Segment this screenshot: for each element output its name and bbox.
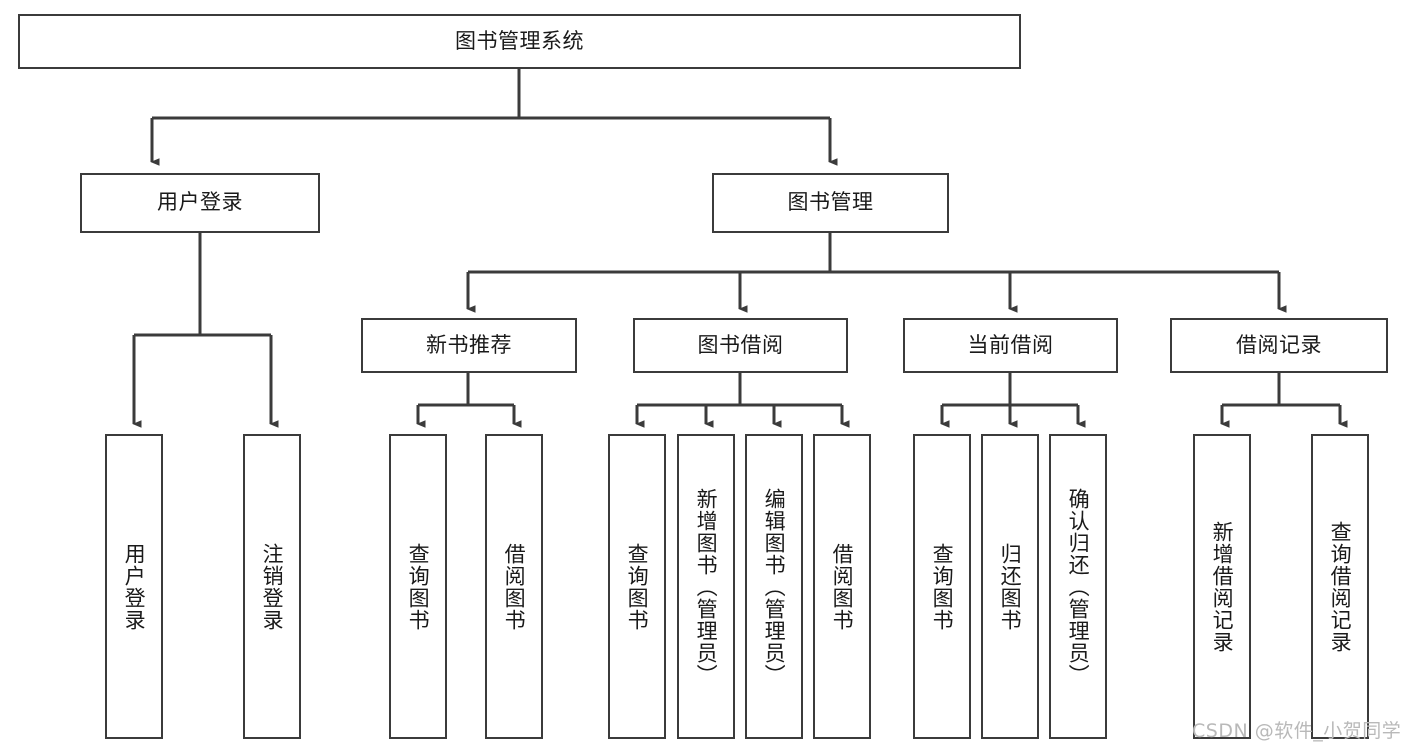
leaf-confirm-return-admin[interactable]: 确认归还（管理员） xyxy=(1049,434,1107,739)
leaf-borrow-books-borrow[interactable]: 借阅图书 xyxy=(813,434,871,739)
node-borrow-records-label: 借阅记录 xyxy=(1236,332,1322,357)
leaf-add-book-admin-label: 新增图书（管理员） xyxy=(694,487,719,686)
leaf-query-books-current[interactable]: 查询图书 xyxy=(913,434,971,739)
leaf-return-books-label: 归还图书 xyxy=(998,542,1023,631)
leaf-borrow-books-recommend[interactable]: 借阅图书 xyxy=(485,434,543,739)
leaf-query-books-recommend-label: 查询图书 xyxy=(406,542,431,631)
node-new-book-recommend-label: 新书推荐 xyxy=(426,332,512,357)
leaf-confirm-return-admin-label: 确认归还（管理员） xyxy=(1066,487,1091,686)
node-book-management-label: 图书管理 xyxy=(787,190,874,215)
node-current-borrow-label: 当前借阅 xyxy=(967,332,1054,357)
leaf-add-borrow-record-label: 新增借阅记录 xyxy=(1210,520,1235,653)
leaf-logout[interactable]: 注销登录 xyxy=(243,434,301,739)
leaf-add-book-admin[interactable]: 新增图书（管理员） xyxy=(677,434,735,739)
leaf-query-books-current-label: 查询图书 xyxy=(930,542,955,631)
leaf-query-borrow-record-label: 查询借阅记录 xyxy=(1328,520,1353,653)
node-current-borrow[interactable]: 当前借阅 xyxy=(903,318,1118,373)
leaf-add-borrow-record[interactable]: 新增借阅记录 xyxy=(1193,434,1251,739)
leaf-logout-label: 注销登录 xyxy=(260,542,285,631)
node-root-label: 图书管理系统 xyxy=(455,28,584,53)
node-user-login-label: 用户登录 xyxy=(157,190,243,215)
node-book-borrow[interactable]: 图书借阅 xyxy=(633,318,848,373)
leaf-return-books[interactable]: 归还图书 xyxy=(981,434,1039,739)
leaf-query-books-borrow[interactable]: 查询图书 xyxy=(608,434,666,739)
leaf-edit-book-admin[interactable]: 编辑图书（管理员） xyxy=(745,434,803,739)
node-user-login[interactable]: 用户登录 xyxy=(80,173,320,233)
node-root[interactable]: 图书管理系统 xyxy=(18,14,1021,69)
leaf-query-borrow-record[interactable]: 查询借阅记录 xyxy=(1311,434,1369,739)
node-book-borrow-label: 图书借阅 xyxy=(697,332,784,357)
leaf-user-login-label: 用户登录 xyxy=(122,542,147,631)
watermark: CSDN @软件_小贺同学 xyxy=(1192,720,1402,742)
node-borrow-records[interactable]: 借阅记录 xyxy=(1170,318,1388,373)
node-new-book-recommend[interactable]: 新书推荐 xyxy=(361,318,577,373)
leaf-borrow-books-borrow-label: 借阅图书 xyxy=(830,542,855,631)
leaf-query-books-recommend[interactable]: 查询图书 xyxy=(389,434,447,739)
leaf-user-login[interactable]: 用户登录 xyxy=(105,434,163,739)
leaf-borrow-books-recommend-label: 借阅图书 xyxy=(502,542,527,631)
node-book-management[interactable]: 图书管理 xyxy=(712,173,949,233)
leaf-edit-book-admin-label: 编辑图书（管理员） xyxy=(762,487,787,686)
leaf-query-books-borrow-label: 查询图书 xyxy=(625,542,650,631)
